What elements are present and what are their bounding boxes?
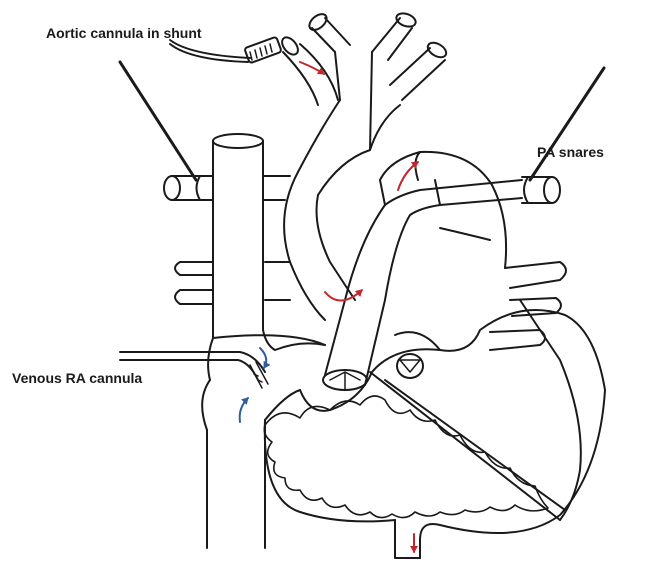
pulmonary-artery [323,152,522,390]
left-pulmonary-veins [490,262,566,350]
snare-wire-right [530,68,604,180]
aorta [284,11,449,320]
right-pulmonary-veins [175,262,290,304]
label-venous-cannula: Venous RA cannula [12,370,142,386]
ventricles [265,300,605,558]
label-aortic-cannula: Aortic cannula in shunt [46,25,202,41]
svc-snare [164,176,290,200]
label-pa-snares: PA snares [537,144,604,160]
venous-cannula [120,352,268,388]
pa-snare [522,177,560,203]
snare-wire-left [120,62,196,180]
rv-trabeculations [264,396,548,518]
aortic-valve [397,354,423,378]
vena-cava [202,134,325,548]
arrow-venous-lower [240,398,248,422]
arrow-ao-flow [325,290,362,301]
